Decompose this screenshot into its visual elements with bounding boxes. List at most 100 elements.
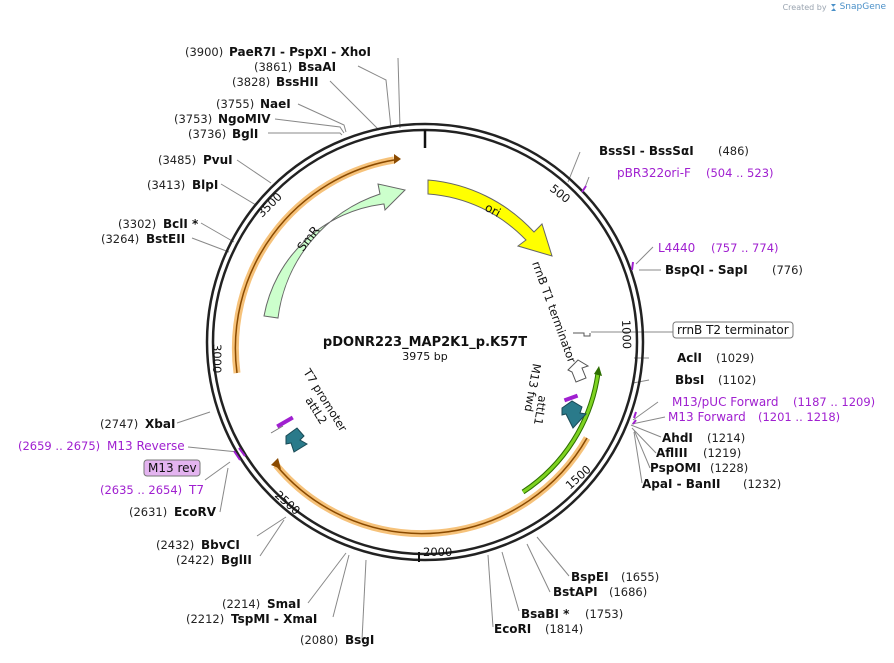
enzyme-bgli[interactable]: BglI [232, 127, 258, 141]
ori-label: ori [483, 200, 503, 220]
pos-bstapi: (1686) [609, 585, 647, 599]
pos-ngomiv: (3753) [174, 112, 212, 126]
enzyme-pvui[interactable]: PvuI [203, 153, 233, 167]
rrnb-t2-box[interactable] [672, 321, 794, 339]
primer-ticks [233, 185, 637, 461]
smr-label: SmR [294, 223, 322, 253]
orf-arc-bottom [275, 437, 588, 535]
pos-bsaai: (3861) [254, 60, 292, 74]
primer-m13rev[interactable]: M13 Reverse [107, 439, 185, 453]
enzyme-bsssi[interactable]: BssSI - BssSαI [599, 144, 694, 158]
enzyme-bsshii[interactable]: BssHII [276, 75, 318, 89]
pos-pvui: (3485) [158, 153, 196, 167]
m13-rev-box[interactable] [143, 459, 201, 477]
enzyme-bcli[interactable]: BclI * [163, 217, 199, 231]
enzyme-blpi[interactable]: BlpI [192, 178, 218, 192]
snapgene-credit: Created by SnapGene [783, 2, 886, 12]
pos-naei: (3755) [216, 97, 254, 111]
enzyme-smai[interactable]: SmaI [267, 597, 301, 611]
attl1-feature[interactable] [561, 400, 587, 429]
pos-tspmi: (2212) [186, 612, 224, 626]
backbone-outer [205, 122, 645, 562]
primer-m13puc[interactable]: M13/pUC Forward [672, 395, 779, 409]
pos-apai: (1232) [743, 477, 781, 491]
ori-feature[interactable] [427, 179, 553, 257]
pos-smai: (2214) [222, 597, 260, 611]
enzyme-bbvci[interactable]: BbvCI [201, 538, 240, 552]
t7-primer-mark-icon [276, 415, 294, 429]
tick-3500: 3500 [254, 190, 285, 221]
credit-brand: SnapGene [839, 2, 886, 12]
enzyme-naei[interactable]: NaeI [260, 97, 291, 111]
enzyme-bspei[interactable]: BspEI [571, 570, 609, 584]
pos-bsabi: (1753) [585, 607, 623, 621]
pos-ahdi: (1214) [707, 431, 745, 445]
primer-l4440[interactable]: L4440 [658, 241, 695, 255]
enzyme-ecorv[interactable]: EcoRV [174, 505, 217, 519]
pos-bbvci: (2432) [156, 538, 194, 552]
primer-m13rev-range: (2659 .. 2675) [18, 439, 100, 453]
enzyme-paer7i[interactable]: PaeR7I - PspXI - XhoI [229, 45, 371, 59]
green-arc-arrow-icon [594, 366, 602, 376]
orf-arc-top-arrow-icon [394, 154, 401, 164]
enzyme-bsabi[interactable]: BsaBI * [521, 607, 570, 621]
enzyme-ngomiv[interactable]: NgoMIV [218, 112, 271, 126]
pos-afliii: (1219) [703, 446, 741, 460]
enzyme-bglii[interactable]: BglII [221, 553, 252, 567]
enzyme-afliii[interactable]: AflIII [656, 446, 688, 460]
enzyme-tspmi[interactable]: TspMI - XmaI [231, 612, 317, 626]
primer-m13fwd[interactable]: M13 Forward [668, 410, 746, 424]
pos-bsteii: (3264) [101, 232, 139, 246]
orf-arc-top [234, 159, 395, 374]
pos-bspei: (1655) [621, 570, 659, 584]
enzyme-bsteii[interactable]: BstEII [146, 232, 185, 246]
enzyme-apai[interactable]: ApaI - BanII [642, 477, 721, 491]
pos-acli: (1029) [716, 351, 754, 365]
primer-pbr322ori-range: (504 .. 523) [706, 166, 774, 180]
pos-ecorv: (2631) [129, 505, 167, 519]
attl2-feature[interactable] [285, 427, 308, 453]
enzyme-xbai[interactable]: XbaI [145, 417, 175, 431]
rrnb-t2-label: rrnB T2 terminator [677, 323, 789, 337]
m13-fwd-primer-mark-icon [563, 393, 579, 403]
enzyme-ecori[interactable]: EcoRI [494, 622, 531, 636]
pos-bsshii: (3828) [232, 75, 270, 89]
pos-bcli: (3302) [118, 217, 156, 231]
pos-bspqi: (776) [772, 263, 803, 277]
pos-bsgi: (2080) [300, 633, 338, 647]
enzyme-pspomi[interactable]: PspOMI [650, 461, 701, 475]
green-arc [522, 372, 600, 494]
pos-bsssi: (486) [718, 144, 749, 158]
smr-feature[interactable] [263, 183, 406, 319]
primer-t7-range: (2635 .. 2654) [100, 483, 182, 497]
enzyme-bspqi[interactable]: BspQI - SapI [665, 263, 748, 277]
rrnb-t2-marker-icon [573, 332, 591, 337]
enzyme-bsaai[interactable]: BsaAI [298, 60, 336, 74]
enzyme-bbsi[interactable]: BbsI [675, 373, 704, 387]
rrnb-t1-marker-icon [567, 359, 590, 383]
primer-l4440-range: (757 .. 774) [711, 241, 779, 255]
pos-pspomi: (1228) [710, 461, 748, 475]
primer-pbr322ori[interactable]: pBR322ori-F [617, 166, 691, 180]
leader-lines [176, 57, 677, 641]
enzyme-bsgi[interactable]: BsgI [345, 633, 374, 647]
tick-2000: 2000 [423, 545, 452, 559]
primer-t7[interactable]: T7 [188, 483, 204, 497]
attl1-label: attL1 [531, 394, 550, 426]
pos-xbai: (2747) [100, 417, 138, 431]
enzyme-ahdi[interactable]: AhdI [662, 431, 693, 445]
pos-ecori: (1814) [545, 622, 583, 636]
orf-arc-bottom-arrow-icon [271, 458, 281, 469]
tick-1000: 1000 [619, 320, 634, 350]
t7-promoter-mark [270, 425, 284, 434]
rrnb-t1-label: rrnB T1 terminator [529, 259, 579, 365]
pos-bglii: (2422) [176, 553, 214, 567]
pos-paer7i: (3900) [185, 45, 223, 59]
enzyme-bstapi[interactable]: BstAPI [553, 585, 598, 599]
enzyme-acli[interactable]: AclI [677, 351, 702, 365]
plasmid-name: pDONR223_MAP2K1_p.K57T [323, 335, 527, 350]
credit-prefix: Created by [782, 2, 827, 12]
primer-m13fwd-range: (1201 .. 1218) [758, 410, 840, 424]
